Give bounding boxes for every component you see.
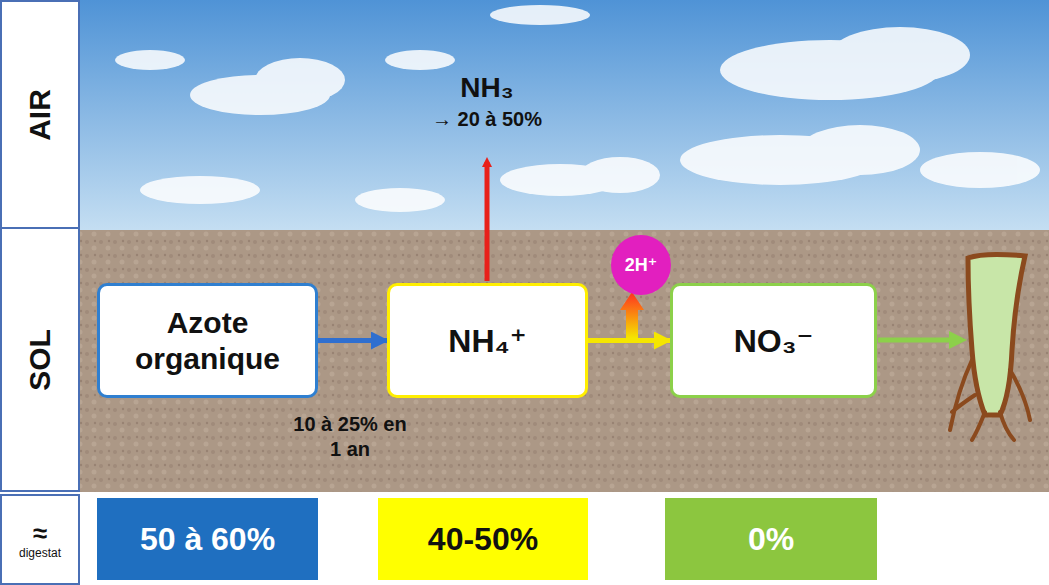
node-text: NH₄⁺ bbox=[448, 322, 526, 360]
node-text: Azote organique bbox=[108, 305, 308, 377]
process-box: NO₃⁻ bbox=[670, 283, 877, 398]
plant-root bbox=[950, 254, 1030, 440]
uptake-arrow bbox=[878, 338, 958, 343]
proton-arrow bbox=[620, 292, 644, 338]
node-text: NO₃⁻ bbox=[734, 322, 814, 360]
soil-tint bbox=[80, 230, 1049, 492]
process-box: Azote organique bbox=[97, 283, 318, 398]
share-bar: 40-50% bbox=[378, 498, 588, 580]
annotation-text: → 20 à 50% bbox=[407, 108, 567, 131]
node-text: digestat bbox=[19, 546, 61, 560]
clouds bbox=[115, 5, 1040, 212]
node-text: 2H⁺ bbox=[625, 254, 658, 276]
share-bar: 50 à 60% bbox=[97, 498, 318, 580]
sky bbox=[80, 0, 1049, 230]
volatilisation-arrow bbox=[485, 162, 490, 281]
flow-arrow bbox=[588, 338, 670, 343]
flow-arrow bbox=[318, 338, 387, 343]
node-text: SOL bbox=[23, 329, 57, 391]
share-bar: 0% bbox=[665, 498, 877, 580]
process-box: NH₄⁺ bbox=[387, 283, 588, 398]
node-text: AIR bbox=[23, 89, 57, 141]
annotation-text: NH₃ bbox=[427, 72, 547, 104]
side-label-cell: ≈digestat bbox=[0, 494, 80, 585]
node-text: 40-50% bbox=[428, 521, 538, 558]
proton-circle: 2H⁺ bbox=[611, 235, 671, 295]
side-label-cell: SOL bbox=[0, 227, 80, 492]
node-text: ≈ bbox=[33, 520, 47, 546]
annotation-text: 10 à 25% en 1 an bbox=[285, 412, 415, 462]
node-text: 0% bbox=[748, 521, 794, 558]
soil bbox=[80, 230, 1049, 492]
node-text: 50 à 60% bbox=[140, 521, 275, 558]
side-label-cell: AIR bbox=[0, 0, 80, 229]
